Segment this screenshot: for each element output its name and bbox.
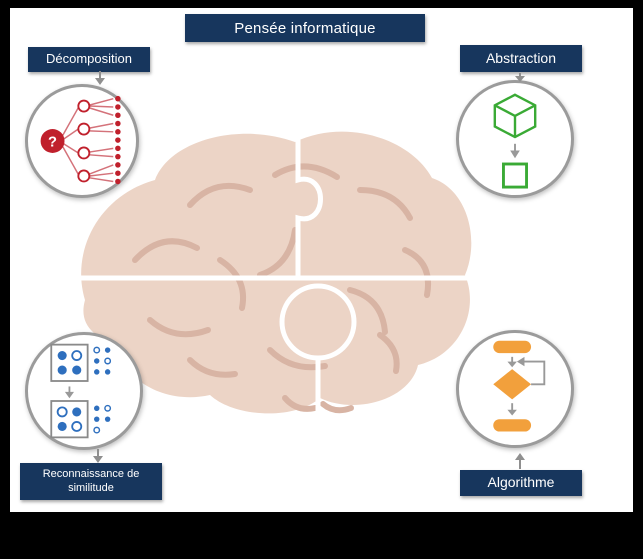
brain-folds <box>132 163 431 414</box>
abstraction-connector-arrow-icon <box>515 73 525 82</box>
down-arrow-icon <box>507 356 517 368</box>
down-arrow-icon <box>507 403 517 416</box>
down-arrow-icon <box>510 143 520 159</box>
pattern-top-dots <box>57 346 112 375</box>
page-title: Pensée informatique <box>185 14 425 42</box>
decomposition-label: Décomposition <box>28 47 150 72</box>
algorithm-label: Algorithme <box>460 470 582 496</box>
flowchart-decision-shape <box>493 369 532 400</box>
algorithm-label-text: Algorithme <box>487 474 555 491</box>
down-arrow-icon <box>64 386 74 399</box>
pattern-connector-arrow-icon <box>93 449 103 463</box>
decomposition-connector-arrow-icon <box>95 71 105 85</box>
page-title-text: Pensée informatique <box>234 19 376 37</box>
cube-abstraction-icon <box>493 93 537 189</box>
pattern-label-text: Reconnaissance de similitude <box>42 467 140 494</box>
brain-puzzle-illustration <box>77 121 473 431</box>
flowchart-end-shape <box>493 419 532 432</box>
decomposition-tree-icon: ? <box>40 95 121 185</box>
algorithm-connector-arrow-icon <box>515 453 525 469</box>
abstraction-bubble <box>456 80 574 198</box>
algorithm-bubble <box>456 330 574 448</box>
decomposition-label-text: Décomposition <box>46 51 132 67</box>
abstraction-label: Abstraction <box>460 45 582 72</box>
flowchart-start-shape <box>493 340 532 354</box>
flowchart-icon <box>493 340 546 432</box>
decomposition-root-node <box>40 129 65 153</box>
abstraction-label-text: Abstraction <box>485 49 557 66</box>
pattern-dots-icon <box>50 343 112 439</box>
diagram-canvas: Pensée informatique <box>10 8 633 512</box>
puzzle-divider-lines <box>77 121 473 431</box>
brain-silhouette <box>81 131 472 414</box>
brain-graphic <box>60 110 490 440</box>
decomposition-bubble: ? <box>25 84 139 198</box>
question-mark-icon: ? <box>48 135 57 151</box>
cube-wireframe <box>493 93 537 139</box>
pattern-bubble <box>25 332 143 450</box>
flowchart-loop-arrow <box>516 356 546 386</box>
decomposition-leaf-dots <box>115 95 121 185</box>
square-shape <box>502 162 528 189</box>
pattern-label: Reconnaissance de similitude <box>20 463 162 500</box>
pattern-bottom-dots <box>56 404 112 434</box>
